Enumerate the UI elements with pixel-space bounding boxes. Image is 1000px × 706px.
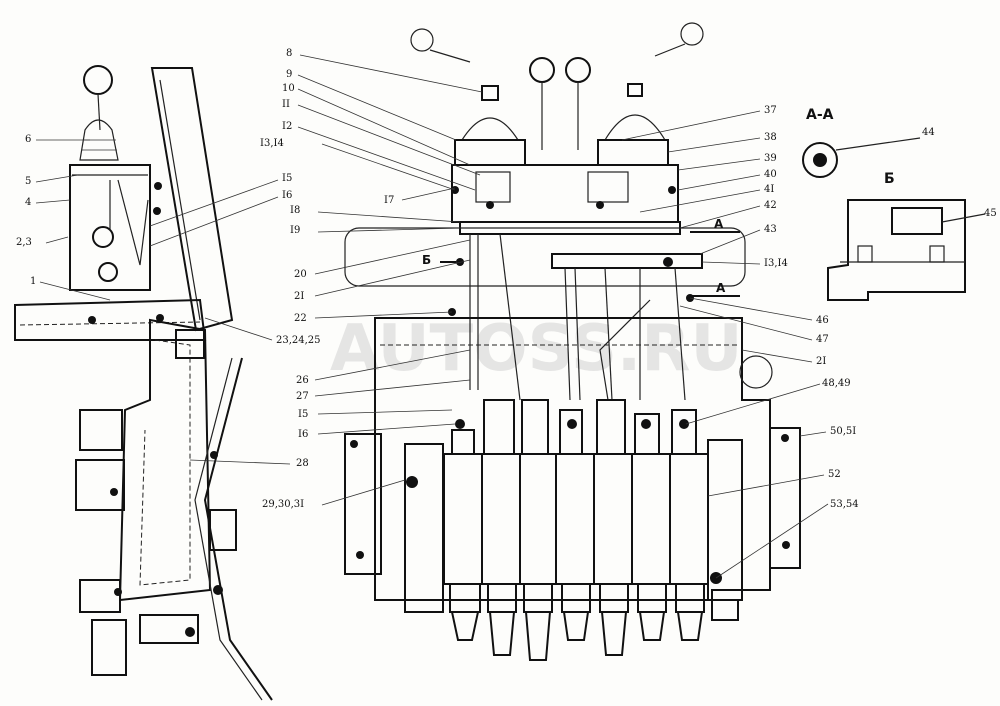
section-aa-heading: А-А [806,107,834,123]
part-label-19: I9 [290,225,301,236]
part-label-5: 5 [25,176,32,187]
part-label-17: I7 [384,195,395,206]
watermark: AUTOSS.RU [330,312,742,386]
part-label-13-14: I3,I4 [260,138,284,149]
part-label-20: 20 [294,269,307,280]
part-label-53-54: 53,54 [830,499,859,510]
left-side-view [14,65,273,701]
part-label-11: II [282,99,290,110]
view-b [827,199,986,301]
part-label-42: 42 [764,200,777,211]
part-label-50-51: 50,5I [830,426,857,437]
view-b-heading: Б [884,171,895,187]
part-label-21-right: 2I [816,356,827,367]
part-label-29-30-31: 29,30,3I [262,499,305,510]
part-label-26: 26 [296,375,309,386]
view-b-marker: Б [422,253,432,267]
part-label-2-3: 2,3 [16,237,32,248]
part-label-15-left: I5 [282,173,293,184]
part-label-47: 47 [816,334,829,345]
part-label-46: 46 [816,315,829,326]
part-label-6: 6 [25,134,32,145]
section-a-marker-bottom: A [716,281,726,295]
section-markers [440,231,740,297]
part-label-39: 39 [764,153,777,164]
part-label-15-center: I5 [298,409,309,420]
part-label-44: 44 [922,127,935,138]
part-label-22: 22 [294,313,307,324]
part-label-21-left: 2I [294,291,305,302]
part-label-18: I8 [290,205,301,216]
part-label-37: 37 [764,105,777,116]
part-label-48-49: 48,49 [822,378,851,389]
part-label-27: 27 [296,391,309,402]
part-label-1: 1 [30,276,37,287]
part-label-12: I2 [282,121,293,132]
part-label-28: 28 [296,458,309,469]
part-label-45: 45 [984,208,997,219]
part-label-38: 38 [764,132,777,143]
part-label-9: 9 [286,69,293,80]
part-label-10: 10 [282,83,295,94]
section-a-marker-top: A [714,217,724,231]
part-label-43: 43 [764,224,777,235]
part-label-16-center: I6 [298,429,309,440]
part-label-16-left: I6 [282,190,293,201]
part-label-40: 40 [764,169,777,180]
leader-lines [35,54,829,579]
part-label-13-14-right: I3,I4 [764,258,788,269]
part-label-23-24-25: 23,24,25 [276,335,321,346]
part-label-41: 4I [764,184,775,195]
part-label-52: 52 [828,469,841,480]
part-label-4: 4 [25,197,32,208]
main-front-view [344,22,801,661]
section-aa-view [802,137,921,178]
part-label-8: 8 [286,48,293,59]
